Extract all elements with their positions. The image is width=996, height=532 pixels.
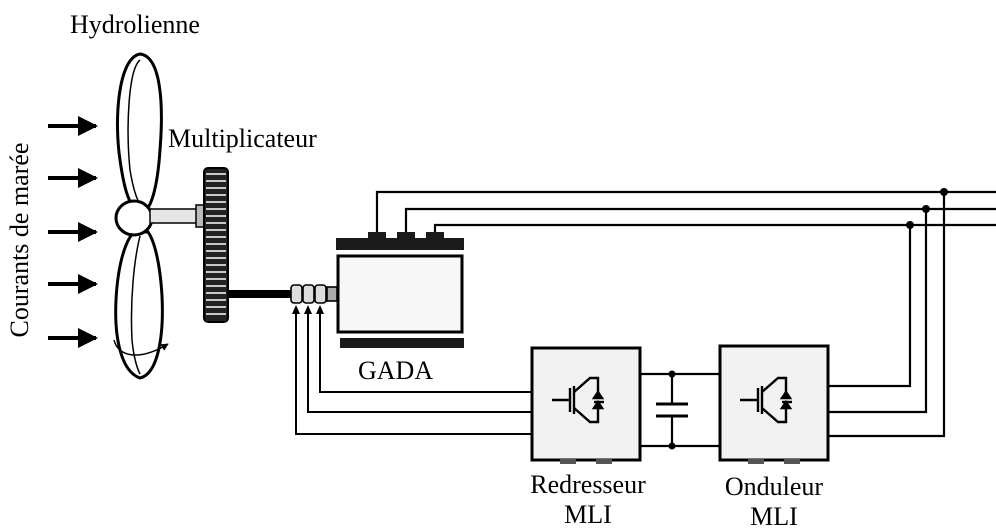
gearbox-label: Multiplicateur bbox=[168, 124, 317, 153]
dc-bus bbox=[640, 372, 720, 448]
dc-bus-nodes bbox=[668, 370, 676, 450]
stator-terminal-2 bbox=[397, 232, 415, 240]
rectifier-feet bbox=[560, 459, 612, 464]
rectifier-label-line1: Redresseur bbox=[530, 470, 646, 499]
rectifier-label-line2: MLI bbox=[564, 500, 612, 529]
gearbox bbox=[203, 167, 229, 323]
lower-blade bbox=[114, 230, 164, 380]
inverter-output-lines bbox=[828, 192, 946, 438]
generator-gada bbox=[336, 232, 464, 348]
inverter-label-line1: Onduleur bbox=[724, 472, 824, 501]
lower-blade-inner bbox=[130, 235, 141, 375]
turbine-label: Hydrolienne bbox=[70, 10, 200, 39]
generator-body bbox=[336, 254, 464, 334]
igbt-diode-symbol bbox=[552, 376, 605, 424]
stator-top-plate bbox=[336, 238, 464, 250]
rectifier-label: Redresseur MLI bbox=[520, 470, 656, 530]
inverter-label: Onduleur MLI bbox=[708, 472, 840, 532]
rotor-hub bbox=[114, 199, 154, 237]
tidal-currents-label: Courants de marée bbox=[5, 142, 34, 338]
generator-label: GADA bbox=[358, 356, 434, 385]
stator-bottom-plate bbox=[340, 338, 464, 348]
current-arrows bbox=[48, 116, 98, 348]
low-speed-shaft bbox=[149, 204, 205, 228]
inverter-block bbox=[718, 344, 830, 464]
stator-terminal-1 bbox=[368, 232, 386, 240]
rectifier-block bbox=[530, 346, 642, 464]
slip-rings bbox=[290, 284, 338, 304]
upper-blade bbox=[116, 52, 163, 210]
upper-blade-inner bbox=[127, 59, 141, 205]
rotor-wires bbox=[295, 314, 532, 435]
stator-terminal-3 bbox=[426, 232, 444, 240]
gear-wheel bbox=[203, 167, 229, 323]
igbt-diode-symbol-2 bbox=[740, 376, 793, 424]
stator-grid-lines bbox=[375, 190, 996, 232]
brush-arrows bbox=[292, 305, 324, 314]
inverter-label-line2: MLI bbox=[750, 502, 798, 531]
turbine-rotor bbox=[113, 52, 169, 380]
inverter-feet bbox=[748, 459, 800, 464]
rotation-arrow bbox=[113, 339, 169, 356]
